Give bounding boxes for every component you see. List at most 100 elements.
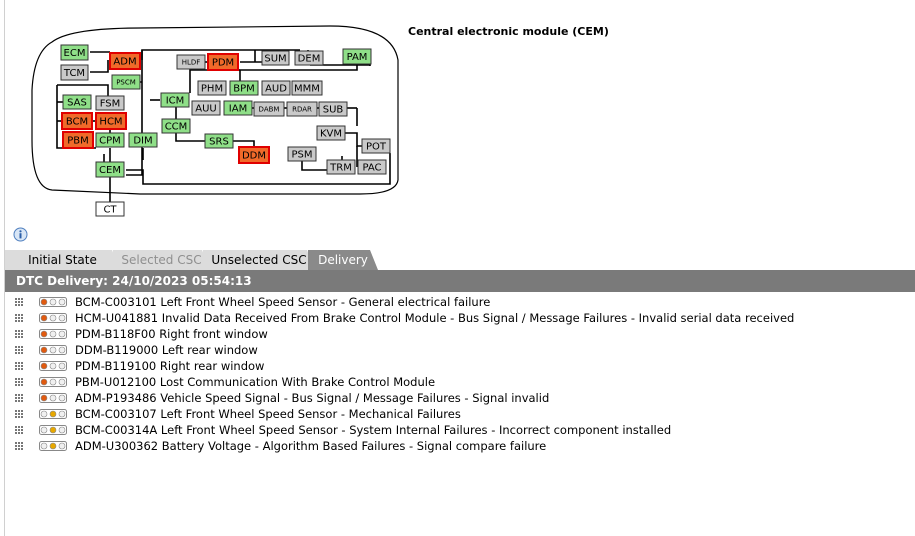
module-label: CPM <box>99 136 121 147</box>
dtc-row[interactable]: PDM-B119100 Right rear window <box>14 358 904 374</box>
tab-unselected-csc[interactable]: Unselected CSC <box>203 250 315 270</box>
module-pot[interactable]: POT <box>361 138 391 154</box>
info-icon[interactable] <box>13 227 28 242</box>
drag-handle-icon[interactable] <box>14 361 24 371</box>
module-sum[interactable]: SUM <box>261 50 290 66</box>
module-ecm[interactable]: ECM <box>60 44 89 61</box>
module-phm[interactable]: PHM <box>197 80 227 96</box>
tab-label: Delivery <box>318 253 368 267</box>
dtc-row[interactable]: BCM-C00314A Left Front Wheel Speed Senso… <box>14 422 904 438</box>
dtc-delivery-header: DTC Delivery: 24/10/2023 05:54:13 <box>5 270 915 292</box>
module-hcm[interactable]: HCM <box>95 112 127 130</box>
module-pbm[interactable]: PBM <box>62 131 94 149</box>
tab-label: Unselected CSC <box>211 253 307 267</box>
drag-handle-icon[interactable] <box>14 313 24 323</box>
module-label: DIM <box>133 136 152 147</box>
module-bcm[interactable]: BCM <box>61 112 93 130</box>
dtc-row[interactable]: ADM-U300362 Battery Voltage - Algorithm … <box>14 438 904 454</box>
module-pscm[interactable]: PSCM <box>111 74 141 90</box>
module-label: SRS <box>209 137 229 148</box>
module-label: RDAR <box>292 106 312 114</box>
drag-handle-icon[interactable] <box>14 329 24 339</box>
dtc-row[interactable]: ADM-P193486 Vehicle Speed Signal - Bus S… <box>14 390 904 406</box>
status-indicator-icon <box>39 377 67 387</box>
module-label: FSM <box>100 99 121 110</box>
dtc-delivery-title: DTC Delivery: 24/10/2023 05:54:13 <box>16 274 252 288</box>
drag-handle-icon[interactable] <box>14 393 24 403</box>
module-icm[interactable]: ICM <box>160 92 190 108</box>
dtc-row[interactable]: BCM-C003107 Left Front Wheel Speed Senso… <box>14 406 904 422</box>
module-label: ECM <box>64 48 86 59</box>
dtc-text: PDM-B119100 Right rear window <box>75 359 265 373</box>
module-rdar[interactable]: RDAR <box>286 101 318 117</box>
status-indicator-icon <box>39 361 67 371</box>
tab-delivery[interactable]: Delivery <box>308 250 378 270</box>
module-dim[interactable]: DIM <box>128 132 158 148</box>
dtc-row[interactable]: DDM-B119000 Left rear window <box>14 342 904 358</box>
module-label: PSCM <box>116 79 136 87</box>
module-dabm[interactable]: DABM <box>253 101 285 117</box>
drag-handle-icon[interactable] <box>14 377 24 387</box>
module-cpm[interactable]: CPM <box>95 132 125 148</box>
module-hldf[interactable]: HLDF <box>176 54 206 70</box>
module-label: PSM <box>291 150 312 161</box>
status-indicator-icon <box>39 393 67 403</box>
module-cem[interactable]: CEM <box>95 161 125 178</box>
module-label: PHM <box>201 84 223 95</box>
module-label: TRM <box>329 163 352 174</box>
module-label: CEM <box>99 165 121 176</box>
tab-label: Initial State <box>28 253 97 267</box>
dtc-text: HCM-U041881 Invalid Data Received From B… <box>75 311 795 325</box>
module-srs[interactable]: SRS <box>204 133 234 149</box>
module-label: BCM <box>66 117 88 128</box>
tab-initial-state[interactable]: Initial State <box>5 250 120 270</box>
module-trm[interactable]: TRM <box>326 159 356 175</box>
module-label: SAS <box>67 98 87 109</box>
module-label: HCM <box>99 117 122 128</box>
module-sas[interactable]: SAS <box>62 94 92 110</box>
module-pdm[interactable]: PDM <box>207 53 239 71</box>
module-psm[interactable]: PSM <box>287 146 317 162</box>
dtc-text: BCM-C00314A Left Front Wheel Speed Senso… <box>75 423 672 437</box>
drag-handle-icon[interactable] <box>14 409 24 419</box>
drag-handle-icon[interactable] <box>14 441 24 451</box>
module-auu[interactable]: AUU <box>191 100 221 116</box>
dtc-text: PDM-B118F00 Right front window <box>75 327 268 341</box>
module-label: BPM <box>233 84 255 95</box>
module-fsm[interactable]: FSM <box>95 95 125 111</box>
dtc-text: ADM-P193486 Vehicle Speed Signal - Bus S… <box>75 391 550 405</box>
dtc-text: DDM-B119000 Left rear window <box>75 343 258 357</box>
diagram-title: Central electronic module (CEM) <box>408 25 609 38</box>
module-sub[interactable]: SUB <box>318 101 348 117</box>
module-label: AUU <box>195 104 216 115</box>
module-aud[interactable]: AUD <box>261 80 291 96</box>
module-label: SUB <box>323 105 344 116</box>
module-ddm[interactable]: DDM <box>238 146 270 164</box>
drag-handle-icon[interactable] <box>14 425 24 435</box>
module-label: ADM <box>113 57 136 68</box>
module-ccm[interactable]: CCM <box>161 118 191 134</box>
module-kvm[interactable]: KVM <box>316 125 346 141</box>
status-indicator-icon <box>39 313 67 323</box>
drag-handle-icon[interactable] <box>14 297 24 307</box>
dtc-row[interactable]: PBM-U012100 Lost Communication With Brak… <box>14 374 904 390</box>
tab-selected-csc[interactable]: Selected CSC <box>113 250 210 270</box>
dtc-row[interactable]: BCM-C003101 Left Front Wheel Speed Senso… <box>14 294 904 310</box>
module-label: ICM <box>166 96 185 107</box>
module-ct[interactable]: CT <box>95 201 125 217</box>
dtc-row[interactable]: PDM-B118F00 Right front window <box>14 326 904 342</box>
module-dem[interactable]: DEM <box>294 50 324 66</box>
module-mmm[interactable]: MMM <box>291 80 323 96</box>
module-bpm[interactable]: BPM <box>229 80 259 96</box>
module-tcm[interactable]: TCM <box>60 64 89 81</box>
module-pac[interactable]: PAC <box>357 159 387 175</box>
module-iam[interactable]: IAM <box>223 100 253 116</box>
module-pam[interactable]: PAM <box>342 48 372 65</box>
status-indicator-icon <box>39 297 67 307</box>
module-label: PAC <box>362 163 381 174</box>
module-label: CT <box>103 205 117 216</box>
dtc-text: BCM-C003101 Left Front Wheel Speed Senso… <box>75 295 491 309</box>
module-adm[interactable]: ADM <box>109 52 141 70</box>
dtc-row[interactable]: HCM-U041881 Invalid Data Received From B… <box>14 310 904 326</box>
drag-handle-icon[interactable] <box>14 345 24 355</box>
